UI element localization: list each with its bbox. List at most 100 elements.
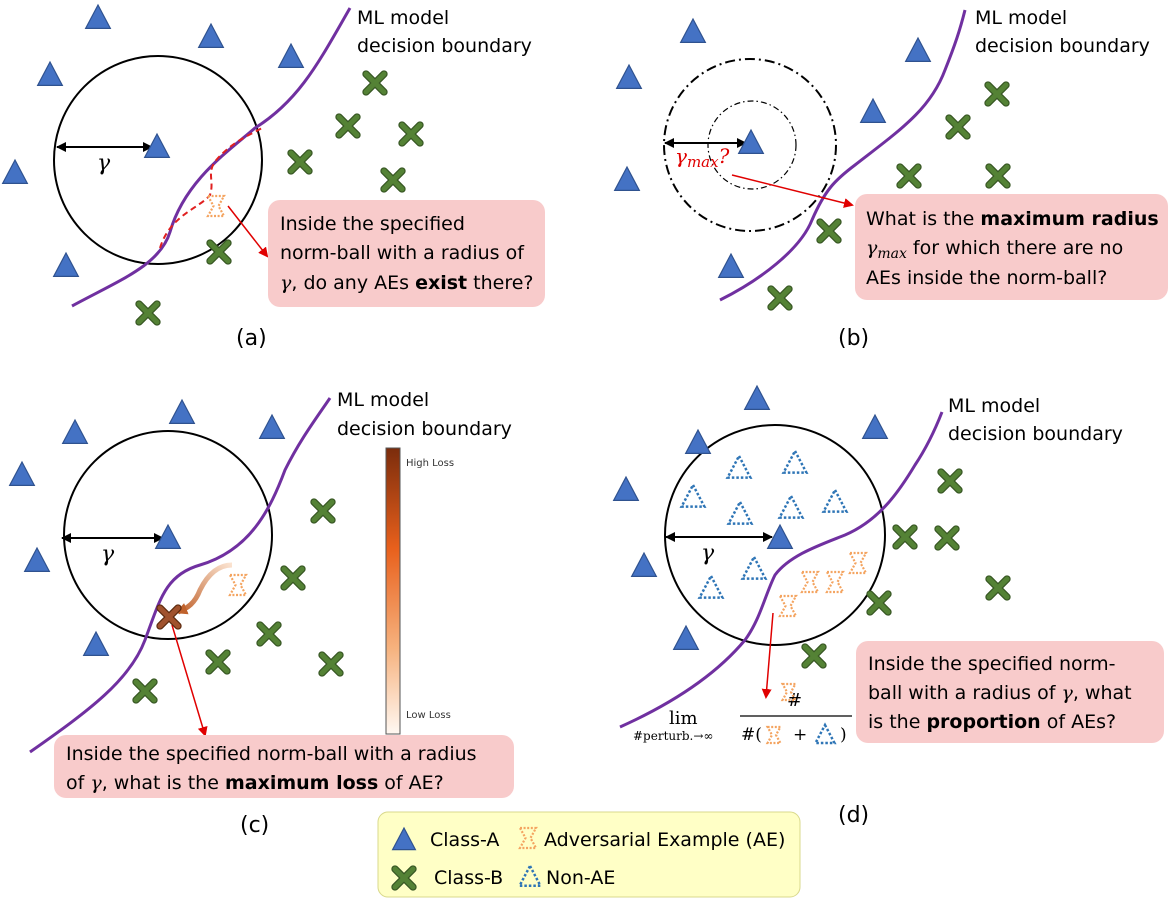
legend-class-b-icon: [391, 865, 417, 891]
class-b-cross-icon: [398, 121, 424, 147]
adversarial-example-icon: [765, 725, 783, 745]
callout-line-3: is the proportion of AEs?: [868, 711, 1116, 733]
class-a-triangle-icon: [258, 413, 286, 439]
class-b-cross-icon: [984, 81, 1010, 107]
colorbar-low-label: Low Loss: [406, 710, 451, 721]
class-b-cross-icon: [801, 643, 827, 669]
callout-line-1: Inside the specified norm-: [868, 653, 1115, 675]
non-ae-triangle-icon: [679, 482, 707, 508]
class-b-cross-icon: [335, 113, 361, 139]
non-ae-triangle-icon: [781, 448, 809, 474]
class-a-triangle-icon: [630, 551, 658, 578]
boundary-title-2: decision boundary: [975, 35, 1150, 57]
non-ae-triangle-icon: [726, 499, 754, 525]
class-a-triangle-icon: [672, 624, 700, 651]
class-a-triangle-icon: [154, 523, 182, 550]
class-a-triangle-icon: [684, 428, 712, 454]
panel-d: γ ML model decision boundary Inside the …: [619, 395, 1164, 828]
class-a-triangle-icon: [615, 63, 643, 90]
legend-class-b-label: Class-B: [434, 867, 503, 889]
norm-ball: [53, 55, 263, 265]
formula-lim-subscript: #perturb.→∞: [633, 729, 713, 743]
boundary-title-2: decision boundary: [948, 423, 1123, 445]
callout-line-3: γ, do any AEs exist there?: [280, 272, 534, 294]
formula-arrow: [761, 612, 774, 699]
adversarial-example-icon: [848, 551, 868, 575]
class-a-triangle-icon: [168, 398, 196, 424]
class-b-cross-icon: [287, 149, 313, 175]
boundary-title-1: ML model: [337, 389, 429, 411]
class-b-cross-icon: [380, 167, 406, 193]
boundary-title-2: decision boundary: [357, 35, 532, 57]
panel-label: (c): [240, 813, 269, 838]
callout-line-2: ball with a radius of γ, what: [868, 682, 1132, 704]
non-ae-triangle-icon: [725, 453, 753, 479]
panel-b: γmax? ML model decision boundary What is…: [663, 7, 1168, 351]
colorbar-high-label: High Loss: [406, 458, 454, 469]
panel-c: γ ML model decision boundary High Loss L…: [29, 389, 514, 838]
formula-den-close: ): [840, 725, 847, 745]
non-ae-triangle-icon: [777, 493, 805, 519]
class-a-triangle-icon: [8, 460, 36, 486]
class-a-triangle-icon: [766, 523, 794, 550]
callout-box: [54, 735, 514, 798]
callout-line-2: norm-ball with a radius of: [280, 242, 525, 264]
class-a-triangle-icon: [859, 97, 887, 124]
class-a-triangle-icon: [613, 165, 641, 191]
class-b-cross-icon: [945, 114, 971, 140]
class-a-triangle-icon: [36, 60, 64, 87]
class-b-cross-icon: [310, 498, 336, 524]
class-b-cross-icon: [985, 575, 1011, 601]
loss-colorbar: [385, 447, 401, 735]
callout-line-1: Inside the specified: [280, 213, 465, 235]
boundary-title-1: ML model: [357, 7, 449, 29]
class-a-triangle-icon: [23, 546, 51, 573]
callout-line-1: Inside the specified norm-ball with a ra…: [66, 743, 477, 765]
loss-ascent-trail: [175, 562, 233, 615]
class-b-cross-icon: [767, 285, 793, 311]
class-a-triangle-icon: [737, 128, 765, 154]
radius-label: γ: [701, 541, 715, 566]
non-ae-triangle-icon: [697, 573, 725, 599]
class-b-cross-icon: [937, 468, 963, 494]
callout-arrow: [731, 174, 854, 208]
legend-box: [377, 811, 801, 898]
legend-class-a-label: Class-A: [430, 829, 499, 851]
adversarial-boundary-dashed: [159, 127, 263, 249]
class-a-triangle-icon: [277, 42, 305, 69]
class-a-triangle-icon: [61, 418, 89, 444]
class-b-cross-icon: [256, 621, 282, 647]
class-b-cross-icon: [206, 239, 232, 265]
class-b-cross-icon: [132, 678, 158, 704]
class-b-cross-icon: [816, 218, 842, 244]
class-a-triangle-icon: [84, 3, 112, 29]
class-a-triangle-icon: [197, 22, 225, 49]
non-ae-triangle-icon: [813, 722, 837, 745]
class-b-cross-icon: [135, 300, 161, 326]
callout-box: [856, 641, 1164, 743]
decision-boundary: [619, 411, 944, 729]
class-b-cross-icon: [362, 70, 388, 96]
adversarial-example-icon: [206, 194, 226, 218]
class-a-triangle-icon: [1, 158, 29, 184]
class-b-cross-icon: [205, 649, 231, 675]
boundary-title-2: decision boundary: [337, 418, 512, 440]
max-loss-ae-cross-icon: [156, 604, 182, 630]
formula-numerator: #: [787, 690, 802, 711]
non-ae-triangle-icon: [517, 863, 543, 888]
panel-a: γ ML model decision boundary Inside the …: [53, 7, 545, 351]
decision-boundary: [719, 9, 967, 302]
legend-non-ae-label: Non-AE: [546, 867, 615, 889]
callout-line-3: AEs inside the norm-ball?: [866, 267, 1107, 289]
class-b-cross-icon: [985, 163, 1011, 189]
legend-ae-label: Adversarial Example (AE): [544, 829, 785, 851]
decision-boundary: [29, 397, 332, 754]
callout-box: [268, 200, 545, 307]
class-a-triangle-icon: [717, 252, 745, 278]
adversarial-example-icon: [778, 594, 798, 618]
class-a-triangle-icon: [143, 132, 171, 158]
radius-max-label: γmax?: [675, 144, 730, 171]
non-ae-triangle-icon: [740, 554, 768, 580]
class-b-cross-icon: [866, 590, 892, 616]
